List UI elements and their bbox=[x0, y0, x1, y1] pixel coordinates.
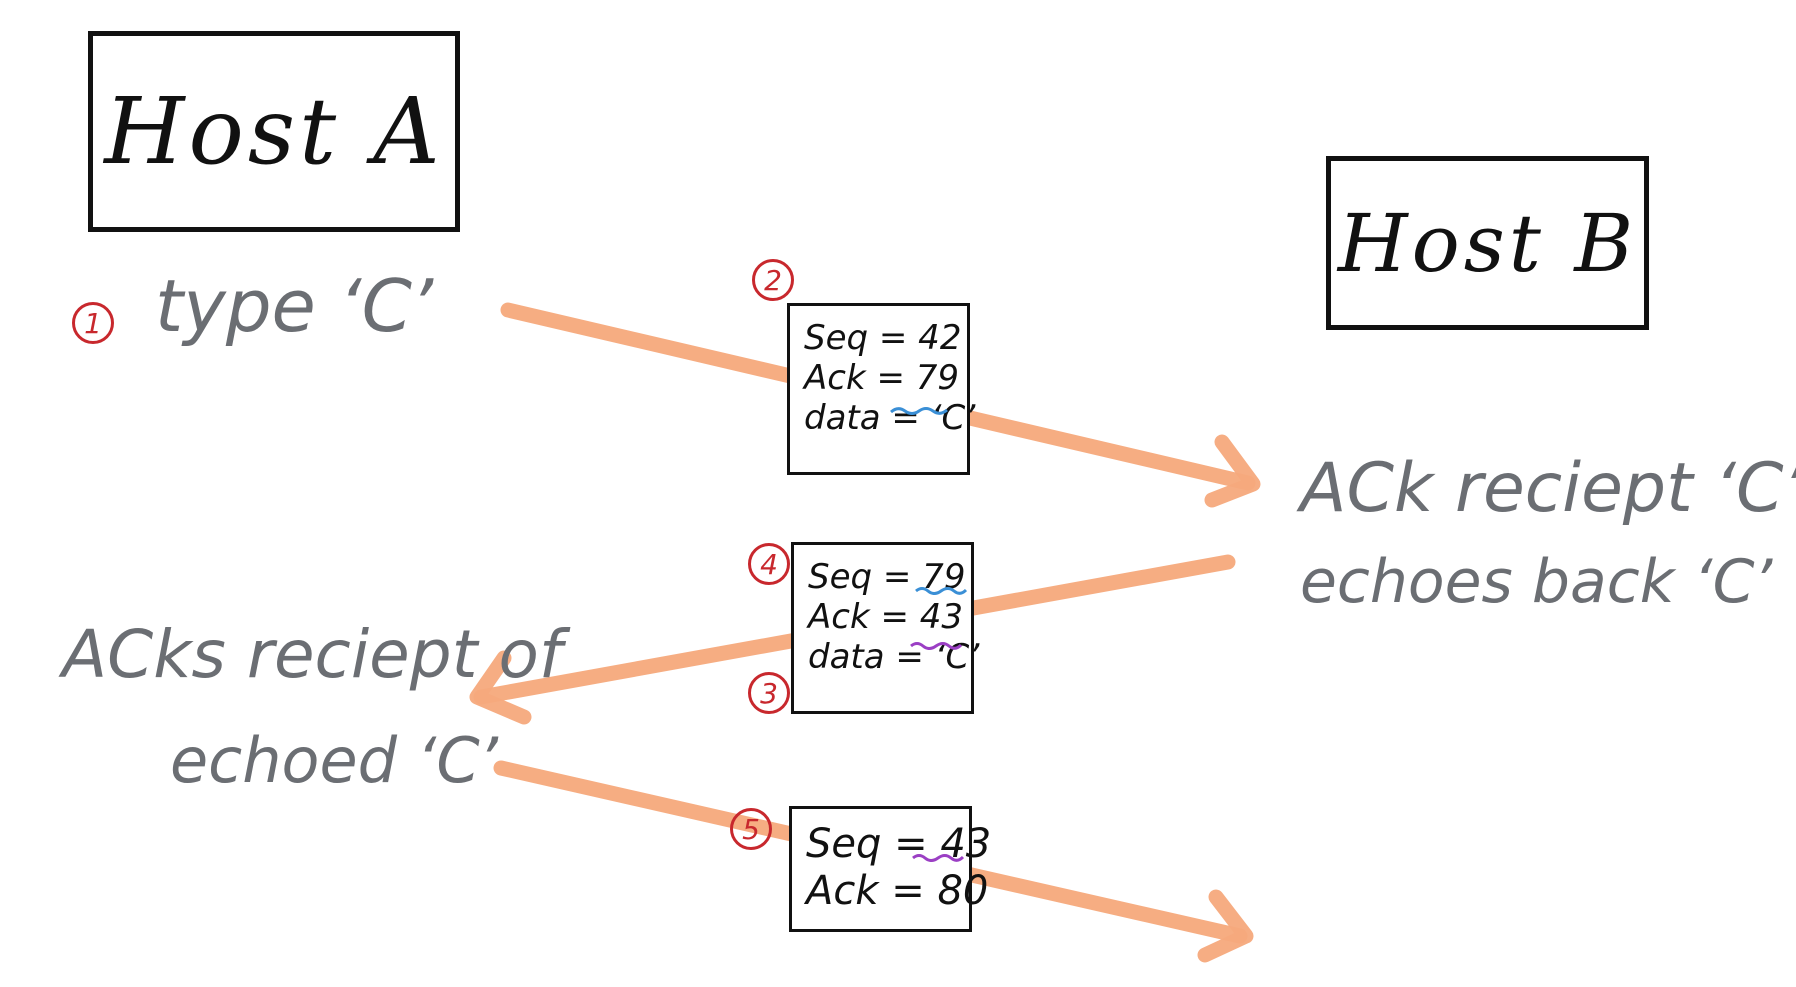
segment-box-final-ack: Seq = 43 Ack = 80 bbox=[789, 806, 991, 932]
ack-43-underline bbox=[910, 642, 962, 650]
step-marker-4: 4 bbox=[748, 543, 790, 585]
segment-box-a-to-b: Seq = 42 Ack = 79 data = ‘C’ bbox=[787, 303, 976, 475]
seq-79-underline bbox=[915, 587, 967, 595]
arrow-head bbox=[1197, 889, 1254, 963]
ack-field: Ack = 79 bbox=[804, 358, 960, 399]
segment-box-b-to-a: Seq = 79 Ack = 43 data = ‘C’ bbox=[791, 542, 980, 714]
echoed-c-note: echoed ‘C’ bbox=[170, 724, 499, 797]
step-marker-1: 1 bbox=[72, 302, 114, 344]
ack-field: Ack = 80 bbox=[806, 868, 989, 915]
seq-field: Seq = 42 bbox=[804, 318, 962, 358]
type-c-note: type ‘C’ bbox=[155, 264, 434, 348]
ack-field: Ack = 43 bbox=[808, 597, 964, 638]
ack-79-underline bbox=[890, 407, 948, 415]
step-marker-5: 5 bbox=[730, 808, 772, 850]
seq-field: Seq = 79 bbox=[808, 557, 966, 597]
host-b-label: Host B bbox=[1337, 196, 1638, 290]
step-marker-2: 2 bbox=[752, 259, 794, 301]
data-field: data = ‘C’ bbox=[808, 637, 980, 678]
host-b-box: Host B bbox=[1326, 156, 1649, 330]
data-field: data = ‘C’ bbox=[804, 398, 976, 439]
arrow-head bbox=[1204, 434, 1261, 508]
host-a-label: Host A bbox=[104, 78, 444, 185]
ack-receipt-note: ACk reciept ‘C’ bbox=[1300, 449, 1796, 528]
acks-receipt-note: ACks reciept of bbox=[62, 616, 563, 693]
echo-back-note: echoes back ‘C’ bbox=[1300, 547, 1773, 617]
step-marker-3: 3 bbox=[748, 672, 790, 714]
host-a-box: Host A bbox=[88, 31, 460, 232]
seq-43-underline bbox=[912, 854, 964, 862]
